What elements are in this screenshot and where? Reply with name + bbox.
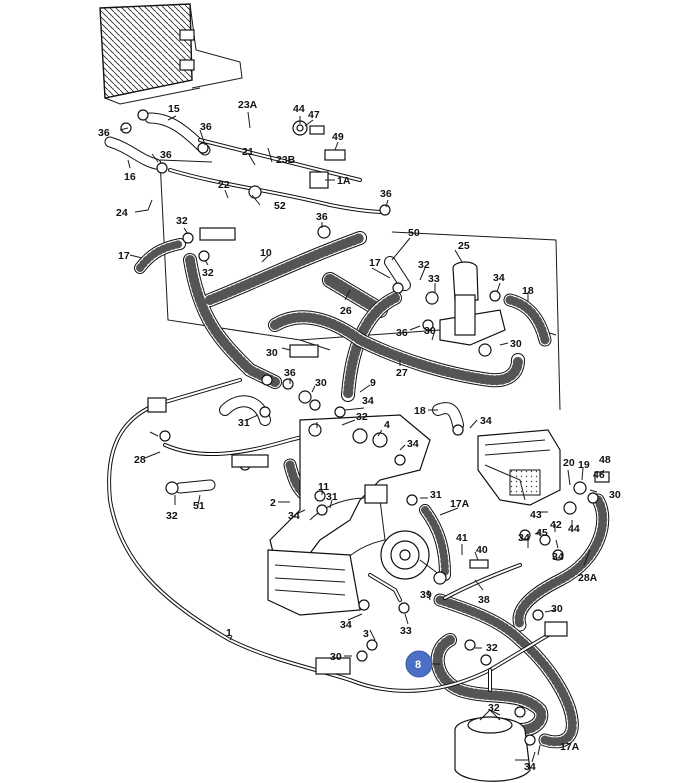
- heater-unit: [477, 429, 561, 506]
- callout-label: 34: [518, 532, 530, 544]
- callout-label: 2: [270, 497, 276, 509]
- callout-label: 45: [536, 527, 548, 539]
- callout-label: 15: [168, 103, 180, 115]
- callout-label: 10: [260, 247, 272, 259]
- callout-label: 50: [408, 227, 420, 239]
- callout-label: 4: [384, 419, 390, 431]
- callout-label: 17: [118, 250, 130, 262]
- highlight-label: 8: [415, 659, 421, 671]
- callout-label: 34: [340, 619, 352, 631]
- callout-label: 44: [293, 103, 305, 115]
- engine-block: [267, 414, 441, 616]
- callout-label: 27: [396, 367, 408, 379]
- callout-label: 33: [428, 273, 440, 285]
- callout-label: 40: [476, 544, 488, 556]
- callout-label: 34: [552, 551, 564, 563]
- callout-label: 17A: [560, 741, 580, 753]
- callout-label: 32: [176, 215, 188, 227]
- callout-label: 52: [274, 200, 286, 212]
- assembly-boundary-lines: [159, 159, 561, 411]
- callout-label: 44: [568, 523, 580, 535]
- callout-label: 11: [318, 481, 329, 493]
- callout-label: 30: [424, 325, 436, 337]
- callout-label: 9: [370, 377, 376, 389]
- callout-label: 32: [486, 642, 498, 654]
- callout-label: 3: [363, 628, 369, 640]
- callout-label: 25: [458, 240, 470, 252]
- callout-label: 23B: [276, 154, 296, 166]
- callout-labels: 36 15 36 23A 44 47 49 21 23B 36 16 1A 22…: [98, 99, 621, 773]
- hose-clamps: [120, 109, 610, 746]
- callout-label: 39: [420, 589, 432, 601]
- callout-label: 34: [480, 415, 492, 427]
- callout-label: 21: [242, 146, 254, 158]
- callout-label: 34: [288, 510, 300, 522]
- callout-label: 30: [510, 338, 522, 350]
- callout-label: 32: [488, 702, 500, 714]
- callout-label: 43: [530, 509, 542, 521]
- callout-label: 22: [218, 179, 230, 191]
- callout-label: 32: [166, 510, 178, 522]
- callout-label: 34: [362, 395, 374, 407]
- callout-label: 46: [593, 469, 605, 481]
- callout-label: 32: [356, 411, 368, 423]
- callout-label: 31: [326, 491, 338, 503]
- callout-label: 28A: [578, 572, 598, 584]
- callout-label: 51: [193, 500, 205, 512]
- callout-label: 34: [524, 761, 536, 773]
- callout-label: 26: [340, 305, 352, 317]
- leader-lines: [119, 111, 605, 763]
- callout-label: 36: [396, 327, 408, 339]
- callout-label: 34: [493, 272, 505, 284]
- callout-label: 30: [266, 347, 278, 359]
- callout-label: 38: [478, 594, 490, 606]
- callout-label: 30: [315, 377, 327, 389]
- callout-label: 1A: [337, 175, 351, 187]
- callout-label: 34: [407, 438, 419, 450]
- callout-label: 48: [599, 454, 611, 466]
- callout-label: 18: [522, 285, 534, 297]
- callout-label: 30: [551, 603, 563, 615]
- callout-label: 36: [380, 188, 392, 200]
- callout-label: 17: [369, 257, 381, 269]
- callout-label: 31: [430, 489, 442, 501]
- callout-label: 30: [330, 651, 342, 663]
- callout-label: 20: [563, 457, 575, 469]
- callout-label: 36: [98, 127, 110, 139]
- callout-label: 41: [456, 532, 468, 544]
- callout-label: 24: [116, 207, 128, 219]
- callout-label: 36: [284, 367, 296, 379]
- callout-label: 19: [578, 459, 590, 471]
- callout-label: 30: [609, 489, 621, 501]
- callout-label: 17A: [450, 498, 470, 510]
- callout-label: 47: [308, 109, 320, 121]
- callout-label: 36: [316, 211, 328, 223]
- callout-label: 16: [124, 171, 136, 183]
- callout-label: 32: [418, 259, 430, 271]
- callout-label: 1: [226, 627, 232, 639]
- callout-label: 49: [332, 131, 344, 143]
- highlighted-callout-8[interactable]: 8: [405, 650, 440, 678]
- radiator: [99, 3, 243, 105]
- callout-label: 33: [400, 625, 412, 637]
- callout-label: 31: [238, 417, 250, 429]
- expansion-tank: [454, 709, 531, 782]
- callout-label: 18: [414, 405, 426, 417]
- callout-label: 36: [200, 121, 212, 133]
- thermostat-housing: [439, 261, 506, 346]
- callout-label: 42: [550, 519, 562, 531]
- callout-label: 36: [160, 149, 172, 161]
- callout-label: 32: [202, 267, 214, 279]
- callout-label: 28: [134, 454, 146, 466]
- callout-label: 23A: [238, 99, 258, 111]
